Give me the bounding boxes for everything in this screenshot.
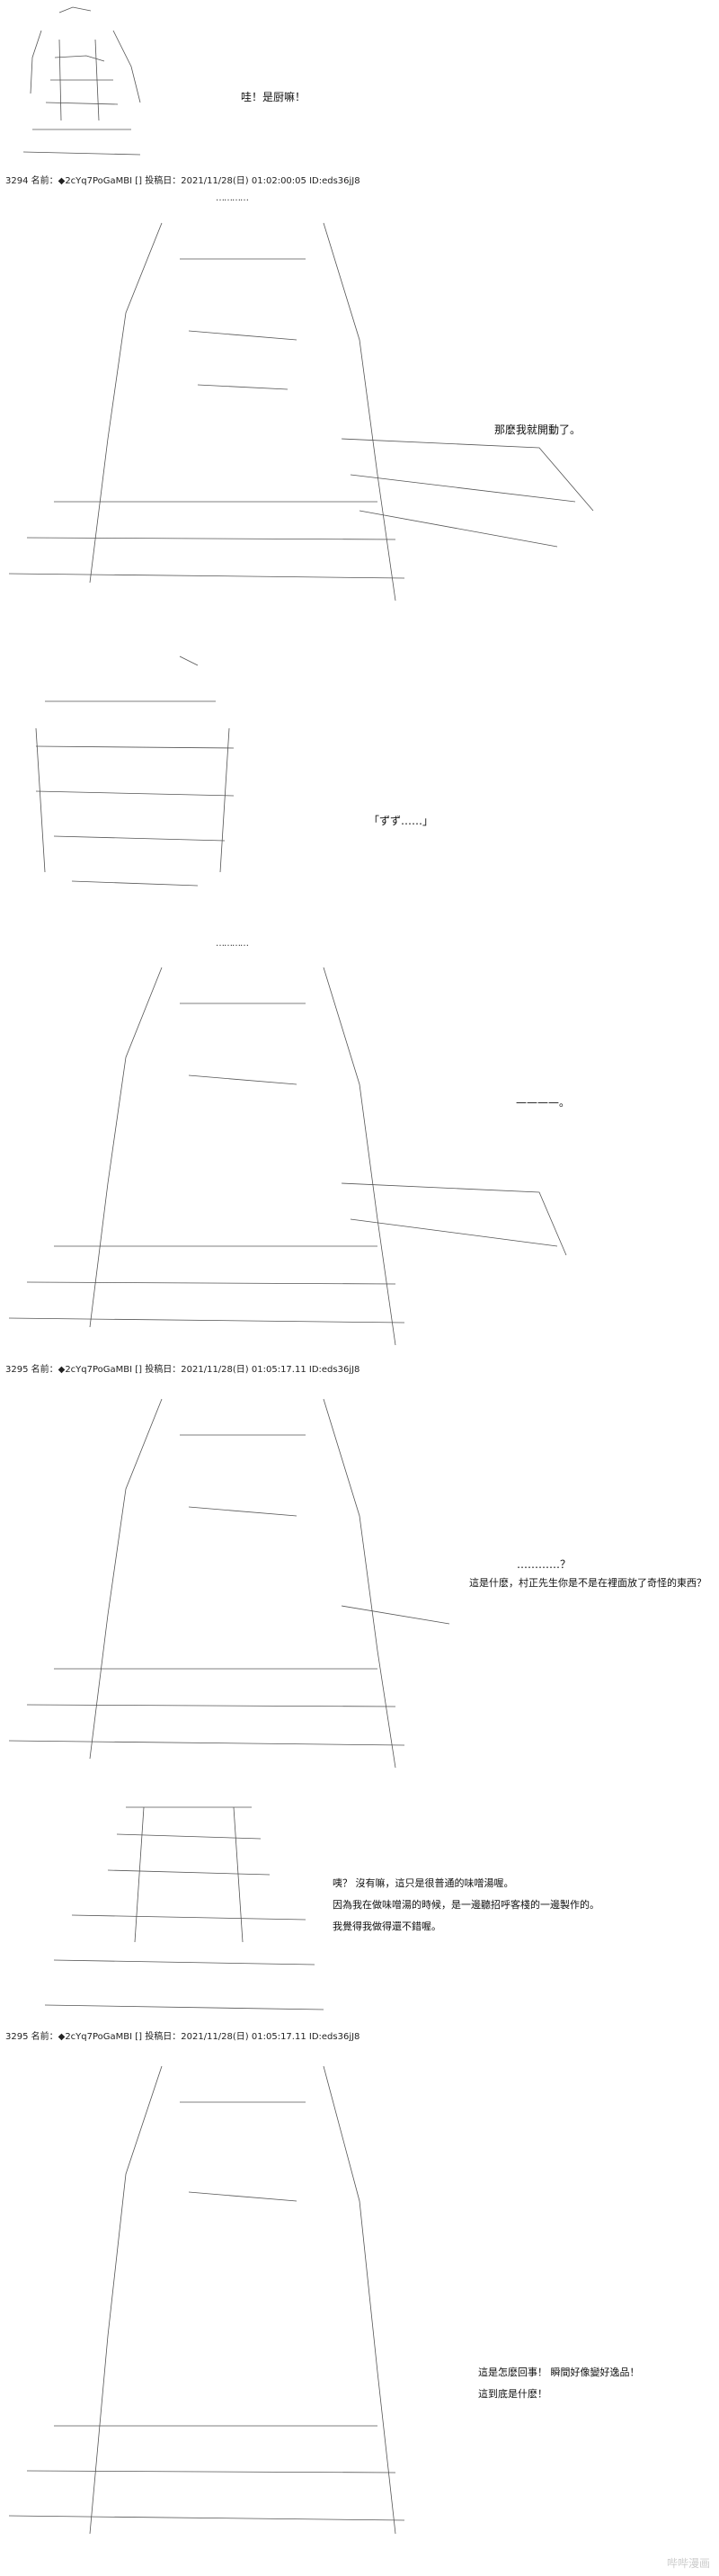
ascii-art-character-large xyxy=(0,949,575,1359)
ascii-art-figure xyxy=(8,222,594,602)
ascii-art-character-large xyxy=(0,1381,467,1777)
post-header: 3295 名前：◆2cYq7PoGaMBI [] 投稿日：2021/11/28(… xyxy=(5,2032,360,2042)
dialogue-exclaim: 哇！是厨嘛！ xyxy=(241,91,306,103)
dialogue-amazed-1: 這是怎麽回事！ 瞬間好像變好逸品！ xyxy=(478,2367,640,2378)
ascii-art-character-large xyxy=(0,2048,467,2552)
ascii-art-character-small xyxy=(5,4,158,174)
dialogue-silence: ————。 xyxy=(516,1096,571,1109)
dialogue-explain-2: 因為我在做味噌湯的時候，是一邊聽招呼客棧的一邊製作的。 xyxy=(333,1899,599,1911)
dialogue-start-eating: 那麽我就開動了。 xyxy=(494,423,581,436)
dialogue-amazed-2: 這到底是什麽！ xyxy=(478,2388,547,2400)
dialogue-question-detail: 這是什麽，村正先生你是不是在裡面放了奇怪的東西？ xyxy=(469,1577,706,1589)
ascii-art-character-large xyxy=(0,205,611,628)
ascii-art-figure xyxy=(35,655,235,887)
dialogue-explain-3: 我覺得我做得還不錯喔。 xyxy=(333,1921,441,1932)
dialogue-question: …………？ xyxy=(517,1558,572,1571)
watermark-text: 哔哔漫画 xyxy=(666,2557,710,2570)
ascii-art-figure xyxy=(8,967,567,1346)
post-header: 3294 名前：◆2cYq7PoGaMBI [] 投稿日：2021/11/28(… xyxy=(5,176,360,186)
ascii-art-figure xyxy=(8,2065,405,2535)
ascii-art-figure xyxy=(22,6,141,156)
dialogue-sip: 「ずず……」 xyxy=(368,815,434,827)
ascii-art-soup-bowl xyxy=(18,647,252,917)
ascii-art-character-medium xyxy=(36,1798,333,2023)
post-header: 3295 名前：◆2cYq7PoGaMBI [] 投稿日：2021/11/28(… xyxy=(5,1365,360,1375)
ascii-art-figure xyxy=(44,1806,324,2010)
separator: ………… xyxy=(216,939,249,949)
ascii-art-figure xyxy=(8,1398,450,1769)
separator: ………… xyxy=(216,193,249,203)
dialogue-explain-1: 咦？ 沒有嘛，這只是很普通的味噌湯喔。 xyxy=(333,1877,514,1889)
